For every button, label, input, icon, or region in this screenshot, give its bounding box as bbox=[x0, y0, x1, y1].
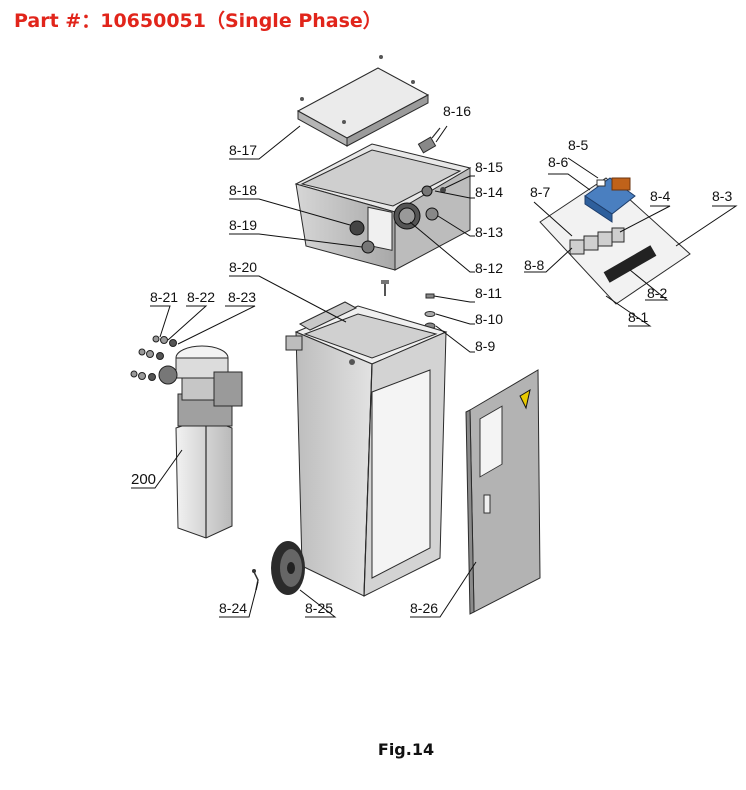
callout-8-3: 8-3 bbox=[712, 188, 732, 204]
washers-and-nuts bbox=[130, 335, 177, 381]
callout-8-16: 8-16 bbox=[443, 103, 471, 119]
part-number-title: Part #：10650051（Single Phase） bbox=[14, 10, 382, 32]
relay-block bbox=[584, 177, 636, 223]
callout-8-23: 8-23 bbox=[228, 289, 256, 305]
callout-8-24: 8-24 bbox=[219, 600, 247, 616]
callout-8-6: 8-6 bbox=[548, 154, 568, 170]
hydraulic-power-unit bbox=[158, 345, 243, 539]
cabinet-door bbox=[465, 369, 541, 615]
top-cover-plate bbox=[296, 55, 430, 147]
main-cabinet bbox=[285, 301, 448, 597]
callout-8-7: 8-7 bbox=[530, 184, 550, 200]
terminal-blocks bbox=[569, 227, 625, 255]
callout-8-5: 8-5 bbox=[568, 137, 588, 153]
callout-8-18: 8-18 bbox=[229, 182, 257, 198]
callout-8-14: 8-14 bbox=[475, 184, 503, 200]
callout-8-21: 8-21 bbox=[150, 289, 178, 305]
callout-8-25: 8-25 bbox=[305, 600, 333, 616]
callout-8-10: 8-10 bbox=[475, 311, 503, 327]
callout-8-12: 8-12 bbox=[475, 260, 503, 276]
callout-8-9: 8-9 bbox=[475, 338, 495, 354]
callout-8-1: 8-1 bbox=[628, 309, 648, 325]
callout-8-11: 8-11 bbox=[475, 285, 502, 301]
control-box bbox=[294, 143, 472, 271]
callout-8-17: 8-17 bbox=[229, 142, 257, 158]
callout-8-26: 8-26 bbox=[410, 600, 438, 616]
callout-200: 200 bbox=[131, 471, 156, 488]
callout-8-4: 8-4 bbox=[650, 188, 670, 204]
wheel-assembly bbox=[271, 541, 305, 595]
callout-8-8: 8-8 bbox=[524, 257, 544, 273]
callout-labels: 8-17 8-16 8-18 8-19 8-15 8-14 8-13 8-12 … bbox=[131, 103, 732, 616]
leader-lines bbox=[131, 125, 738, 618]
callout-8-15: 8-15 bbox=[475, 159, 503, 175]
callout-8-13: 8-13 bbox=[475, 224, 503, 240]
cable-gland-part bbox=[417, 127, 441, 154]
electrical-mounting-plate bbox=[539, 177, 691, 305]
callout-8-2: 8-2 bbox=[647, 285, 667, 301]
callout-8-19: 8-19 bbox=[229, 217, 257, 233]
figure-caption: Fig.14 bbox=[377, 740, 435, 759]
callout-8-20: 8-20 bbox=[229, 259, 257, 275]
callout-8-22: 8-22 bbox=[187, 289, 215, 305]
